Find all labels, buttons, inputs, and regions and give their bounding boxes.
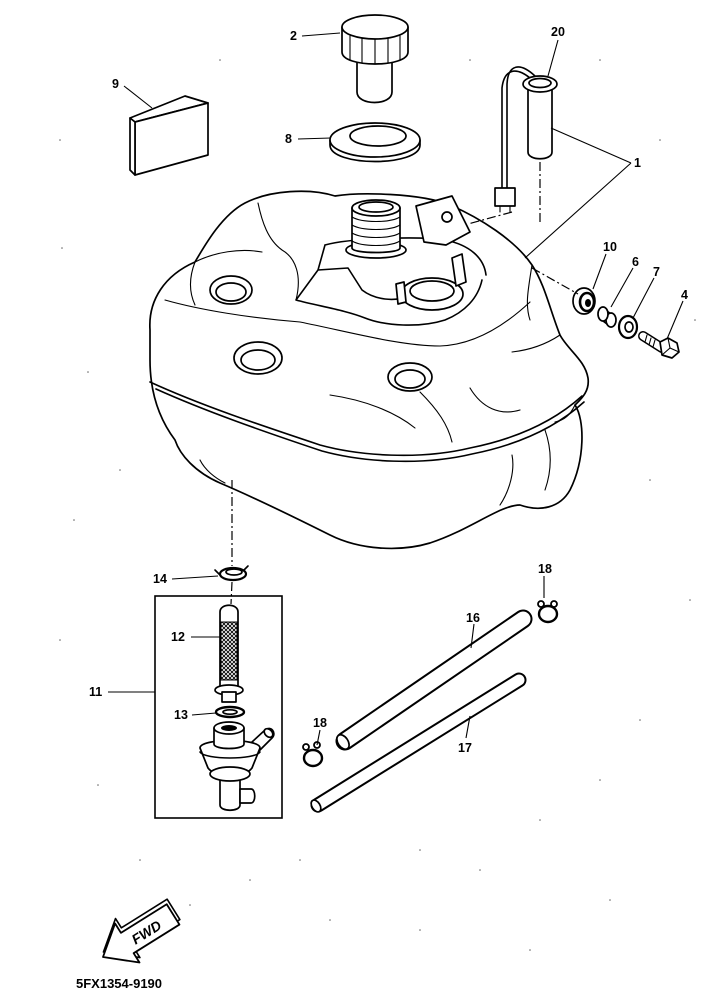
sponge-block (129, 95, 209, 176)
callout-label: 1 (634, 156, 641, 170)
fwd-arrow: FWD (102, 898, 181, 964)
filler-neck (345, 199, 407, 259)
tank-mount-holes (209, 275, 433, 392)
callout-label: 11 (89, 685, 102, 699)
callout-label: 8 (285, 132, 292, 146)
sender-hole (395, 253, 467, 311)
collar (597, 306, 617, 328)
hose-clamp-lower (302, 741, 324, 768)
fuel-cock-box (154, 595, 283, 819)
callout-label: 4 (681, 288, 688, 302)
o-ring (214, 705, 246, 719)
tank-contours (164, 202, 576, 506)
callout-label: 10 (603, 240, 617, 254)
washer (617, 314, 639, 340)
tank-outline (149, 190, 590, 550)
fuel-cap (341, 14, 409, 104)
fuel-tank (149, 190, 590, 550)
callout-label: 9 (112, 77, 119, 91)
callout-label: 12 (171, 630, 185, 644)
breather-hose (310, 672, 527, 813)
tank-bracket (415, 195, 471, 246)
bolt (638, 331, 680, 359)
scan-noise (59, 59, 696, 951)
hose-clip (214, 565, 249, 582)
callout-label: 14 (153, 572, 167, 586)
callout-label: 13 (174, 708, 188, 722)
callout-label: 2 (290, 29, 297, 43)
callout-label: 7 (653, 265, 660, 279)
callout-label: 6 (632, 255, 639, 269)
cap-gasket (329, 122, 421, 163)
assembly-line (230, 162, 579, 605)
strainer (214, 604, 244, 703)
callout-label: 18 (538, 562, 552, 576)
diagram-code: 5FX1354-9190 (76, 976, 162, 991)
leader-lines (108, 32, 684, 746)
tank-seam (149, 381, 585, 463)
grommet (572, 287, 596, 315)
fuel-sender (494, 66, 558, 213)
fuel-cock (199, 721, 275, 812)
callout-label: 20 (551, 25, 565, 39)
callout-label: 16 (466, 611, 480, 625)
callouts: 2 20 9 8 1 10 6 7 4 14 12 11 13 18 16 18… (89, 25, 688, 755)
fuel-hose (335, 609, 533, 751)
callout-label: 17 (458, 741, 472, 755)
callout-label: 18 (313, 716, 327, 730)
hose-clamp-upper (537, 600, 559, 624)
